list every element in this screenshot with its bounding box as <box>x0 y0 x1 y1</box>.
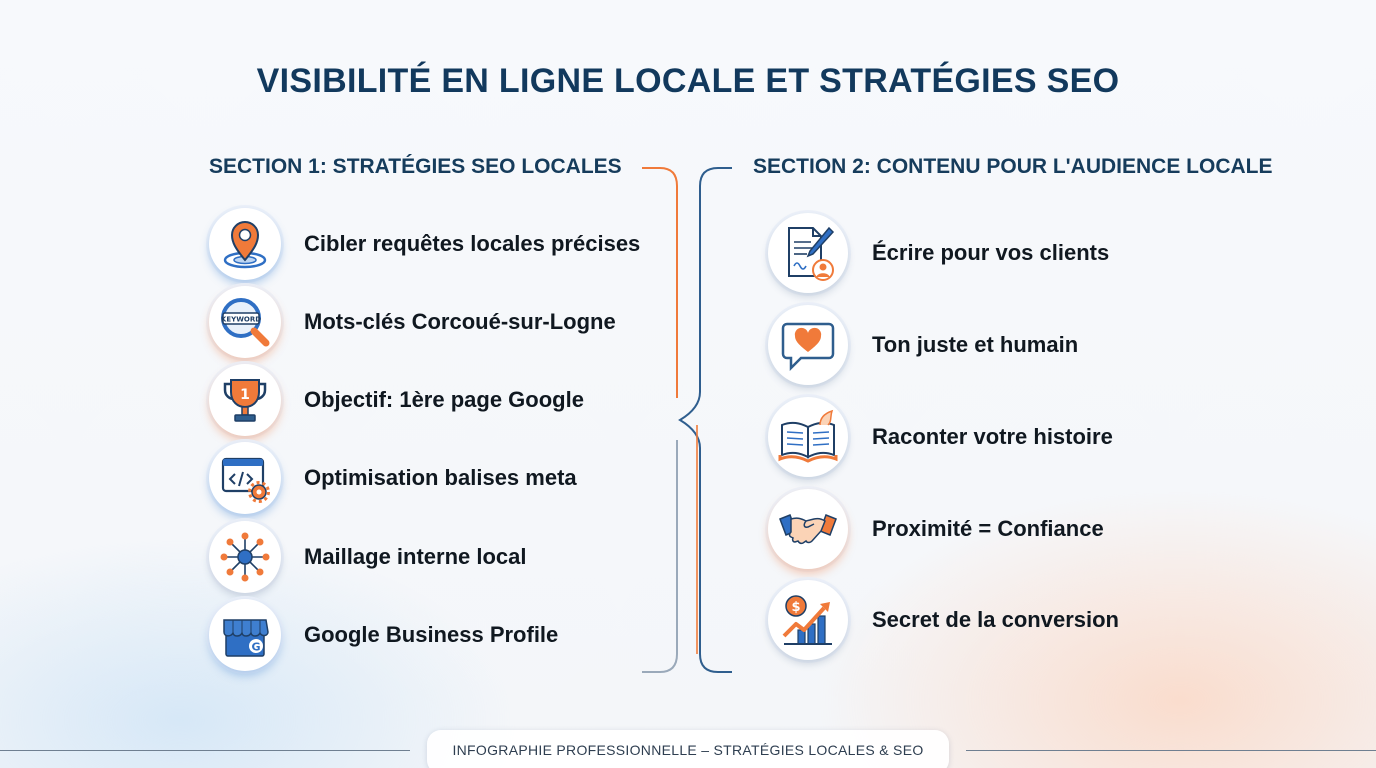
storefront-icon: G <box>209 599 281 671</box>
section-2-item-label: Écrire pour vos clients <box>872 240 1110 265</box>
section-2-item-label: Ton juste et humain <box>872 332 1079 357</box>
section-1-item-label: Maillage interne local <box>304 544 527 569</box>
footer-divider-left <box>0 750 410 751</box>
section-1-item-label: Optimisation balises meta <box>304 465 577 490</box>
handshake-icon <box>768 489 848 569</box>
location-pin-icon <box>209 208 281 280</box>
section-2-item-human-tone: Ton juste et humain <box>768 305 1078 385</box>
section-1-item-label: Google Business Profile <box>304 622 559 647</box>
section-2-item-label: Raconter votre histoire <box>872 424 1113 449</box>
google-icon-text: G <box>251 641 260 654</box>
dollar-icon-text: $ <box>791 600 800 615</box>
section-2-item-label: Secret de la conversion <box>872 607 1119 632</box>
section-1-item-first-page: 1 Objectif: 1ère page Google <box>209 364 584 436</box>
heart-chat-icon <box>768 305 848 385</box>
section-1-item-label: Objectif: 1ère page Google <box>304 387 584 412</box>
keyword-search-icon: KEYWORD <box>209 286 281 358</box>
code-settings-icon <box>209 442 281 514</box>
section-2-item-proximity-trust: Proximité = Confiance <box>768 489 1104 569</box>
section-2-item-conversion-secret: $ Secret de la conversion <box>768 580 1119 660</box>
section-1-item-local-queries: Cibler requêtes locales précises <box>209 208 640 280</box>
page-title: VISIBILITÉ EN LIGNE LOCALE ET STRATÉGIES… <box>256 62 1120 100</box>
open-book-icon <box>768 397 848 477</box>
trophy-icon-text: 1 <box>240 387 250 403</box>
document-pen-icon <box>768 213 848 293</box>
section-1-item-keywords: KEYWORD Mots-clés Corcoué-sur-Logne <box>209 286 616 358</box>
section-1-item-google-business: G Google Business Profile <box>209 599 558 671</box>
footer-divider-right <box>966 750 1376 751</box>
section-2-heading: SECTION 2: CONTENU POUR L'AUDIENCE LOCAL… <box>753 155 1273 178</box>
section-1-item-label: Cibler requêtes locales précises <box>304 231 641 256</box>
section-1-item-internal-linking: Maillage interne local <box>209 521 527 593</box>
section-1-item-label: Mots-clés Corcoué-sur-Logne <box>304 309 616 334</box>
section-2-item-label: Proximité = Confiance <box>872 516 1104 541</box>
footer-caption: INFOGRAPHIE PROFESSIONNELLE – STRATÉGIES… <box>427 730 949 768</box>
growth-chart-icon: $ <box>768 580 848 660</box>
section-2-item-tell-story: Raconter votre histoire <box>768 397 1113 477</box>
section-2-item-write-for-clients: Écrire pour vos clients <box>768 213 1109 293</box>
trophy-icon: 1 <box>209 364 281 436</box>
network-icon <box>209 521 281 593</box>
section-1-heading: SECTION 1: STRATÉGIES SEO LOCALES <box>209 155 622 178</box>
section-1-item-meta-tags: Optimisation balises meta <box>209 442 577 514</box>
keyword-icon-text: KEYWORD <box>221 316 261 324</box>
